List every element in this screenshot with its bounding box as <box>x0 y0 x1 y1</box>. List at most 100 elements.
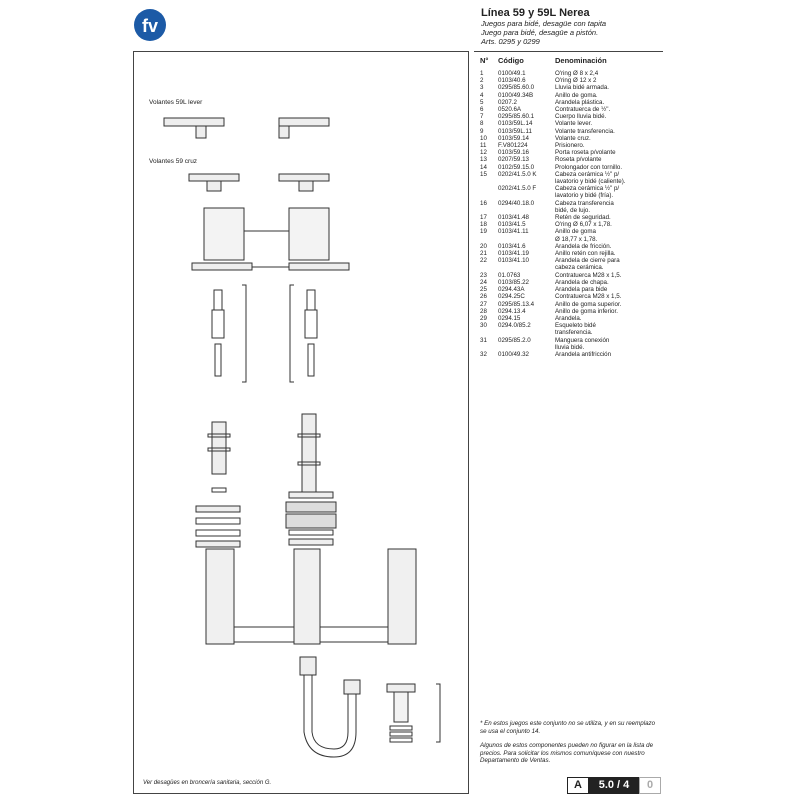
part-description: Arandela. <box>555 314 582 322</box>
subtitle-line-1: Juegos para bidé, desagüe con tapita <box>481 19 607 28</box>
part-description: O'ring Ø 12 x 2 <box>555 77 597 85</box>
part-number: 21 <box>480 250 487 258</box>
part-code: 0103/41.5 <box>498 221 526 229</box>
part-code: 0295/85.2.0 <box>498 336 531 344</box>
part-code: 0100/49.32 <box>498 350 529 358</box>
part-number: 3 <box>480 84 484 92</box>
part-description: Anillo de goma Ø 18,77 x 1,78. <box>555 228 598 243</box>
part-description: Manguera conexión lluvia bidé. <box>555 336 610 351</box>
part-code: 0103/41.19 <box>498 250 529 258</box>
part-number: 27 <box>480 300 487 308</box>
part-number: 14 <box>480 163 487 171</box>
table-row: 2 0103/40.6 O'ring Ø 12 x 2 <box>480 77 665 84</box>
availability-note: Algunos de estos componentes pueden no f… <box>480 742 654 764</box>
col-num-header: N° <box>480 56 489 65</box>
drawing-frame <box>133 51 469 794</box>
part-code: 0295/85.60.0 <box>498 84 535 92</box>
table-row: 3 0295/85.60.0 Lluvia bidé armada. <box>480 84 665 91</box>
table-row: 5 0207.2 Arandela plástica. <box>480 99 665 106</box>
part-description: Arandela para bide <box>555 286 608 294</box>
part-description: Arandela antifricción <box>555 350 612 358</box>
part-description: Arandela de fricción. <box>555 242 612 250</box>
part-code: 0294.15 <box>498 314 521 322</box>
part-code: 0103/59L.14 <box>498 120 533 128</box>
subtitle-line-3: Arts. 0295 y 0299 <box>481 37 540 46</box>
part-number: 20 <box>480 242 487 250</box>
part-description: Contratuerca de ½". <box>555 106 611 114</box>
part-description: Cuerpo lluvia bidé. <box>555 113 607 121</box>
part-description: Arandela de cierre para cabeza cerámica. <box>555 257 620 272</box>
part-code: 0295/85.13.4 <box>498 300 535 308</box>
part-number: 10 <box>480 134 487 142</box>
part-description: Prisionero. <box>555 142 585 150</box>
part-description: Arandela plástica. <box>555 98 605 106</box>
section-letter: A <box>567 777 589 794</box>
part-number: 16 <box>480 199 487 207</box>
part-description: Lluvia bidé armada. <box>555 84 610 92</box>
part-description: Anillo de goma. <box>555 91 598 99</box>
part-description: O'ring Ø 6,07 x 1,78. <box>555 221 612 229</box>
part-number: 1 <box>480 70 484 77</box>
part-description: Cabeza cerámica ½" p/ lavatorio y bidé (… <box>555 185 620 200</box>
part-description: Retén de seguridad. <box>555 214 611 222</box>
subtitle-line-2: Juego para bidé, desagüe a pistón. <box>481 28 599 37</box>
label-cruz: Volantes 59 cruz <box>149 158 198 165</box>
part-code: 0202/41.5.0 K <box>498 170 537 178</box>
part-code: 0294.13.4 <box>498 307 526 315</box>
part-code: 0100/49.1 <box>498 70 526 77</box>
part-number: 9 <box>480 127 484 135</box>
part-number: 13 <box>480 156 487 164</box>
part-code: 0520.6A <box>498 106 522 114</box>
part-number: 17 <box>480 214 487 222</box>
part-code: 0207.2 <box>498 98 517 106</box>
page-title: Línea 59 y 59L Nerea <box>481 7 590 19</box>
part-code: 0295/85.60.1 <box>498 113 535 121</box>
part-number: 2 <box>480 77 484 85</box>
part-code: 0103/41.10 <box>498 257 529 265</box>
page-number-box: A 5.0 / 4 0 <box>567 777 661 794</box>
svg-text:fv: fv <box>142 16 158 36</box>
part-number: 25 <box>480 286 487 294</box>
part-code: 0294.0/85.2 <box>498 322 531 330</box>
part-number: 7 <box>480 113 484 121</box>
part-code: 0103/59L.11 <box>498 127 532 135</box>
exploded-drawing <box>163 117 441 758</box>
part-number: 30 <box>480 322 487 330</box>
table-row: 17 0103/41.48 Retén de seguridad. <box>480 214 665 221</box>
part-code: 0207/59.13 <box>498 156 529 164</box>
part-number: 12 <box>480 149 487 157</box>
part-code: 0294.25C <box>498 293 525 301</box>
part-code: 0103/41.11 <box>498 228 529 236</box>
part-description: Contratuerca M28 x 1,5. <box>555 293 622 301</box>
drawing-caption: Ver desagües en broncería sanitaria, sec… <box>143 780 272 786</box>
table-row: 25 0294.43A Arandela para bide <box>480 286 665 293</box>
part-code: 0103/41.48 <box>498 214 529 222</box>
part-number: 32 <box>480 350 487 358</box>
part-number: 18 <box>480 221 487 229</box>
part-code: 0103/40.6 <box>498 77 526 85</box>
part-code: 0294.43A <box>498 286 525 294</box>
part-code: 0102/59.15.0 <box>498 163 535 171</box>
part-number: 5 <box>480 98 484 106</box>
part-description: Contratuerca M28 x 1,5. <box>555 271 622 279</box>
part-number: 15 <box>480 170 487 178</box>
